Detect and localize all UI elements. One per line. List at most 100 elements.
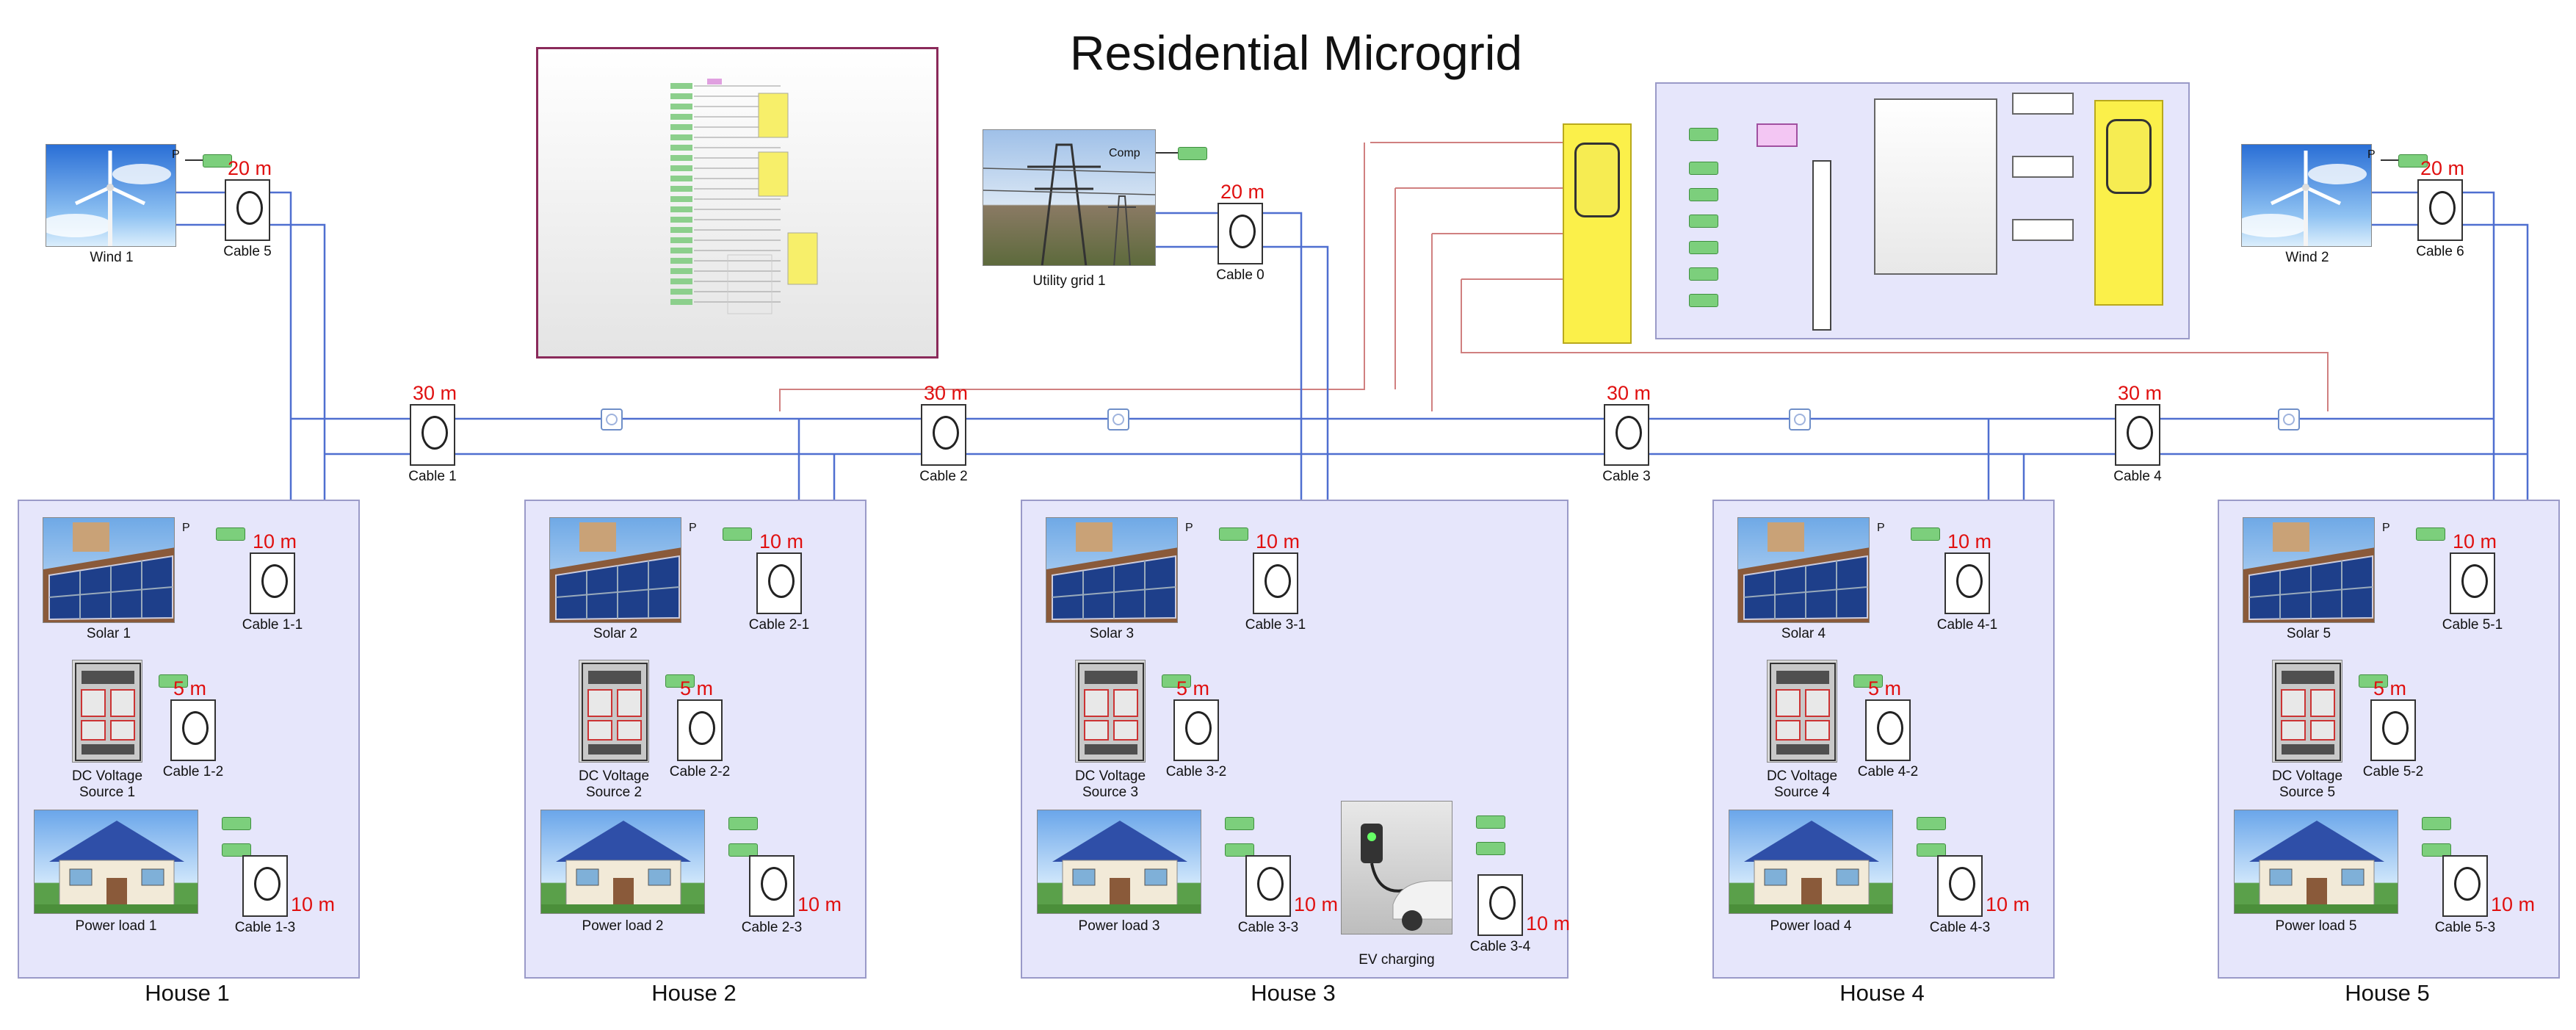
scope2-block[interactable] (2094, 100, 2163, 306)
house-1-solar-cable-block[interactable] (250, 552, 295, 614)
battery-cabinet-icon (1078, 663, 1144, 761)
current-meter-1[interactable] (601, 408, 623, 431)
house-5-solar-image[interactable] (2243, 517, 2375, 623)
house-3-ev-goto-q (1476, 842, 1505, 855)
wind-1-wire-d (270, 223, 326, 454)
house-1-load-image[interactable] (34, 810, 198, 914)
house-5-load-goto-q (2422, 843, 2451, 857)
cable-coil-icon (1949, 867, 1975, 901)
house-2-solar-cable-block[interactable] (756, 552, 802, 614)
wind-2-image[interactable] (2241, 144, 2372, 247)
house-4-dc-cable-block[interactable] (1865, 699, 1911, 761)
mux-block[interactable] (1812, 160, 1831, 331)
wind-1-cable-block[interactable] (225, 179, 270, 241)
house-3-dc-cable-block[interactable] (1173, 699, 1219, 761)
house-2-load-cable-block[interactable] (749, 855, 795, 917)
house-2-solar-cable-label: Cable 2-1 (748, 617, 810, 633)
house-1-load-goto-q (222, 843, 251, 857)
house-2-dc-cable-block[interactable] (677, 699, 723, 761)
house-1-solar-cable-length: 10 m (253, 530, 297, 552)
wind-1-cable-length: 20 m (228, 157, 272, 179)
house-5-solar-cable-block[interactable] (2450, 552, 2495, 614)
house-3-ev-image[interactable] (1341, 801, 1452, 934)
backbone-cable-4-block[interactable] (2115, 404, 2160, 466)
backbone-cable-1-block[interactable] (410, 404, 455, 466)
house-2-load-label: Power load 2 (582, 918, 664, 934)
utility-cable-block[interactable] (1218, 203, 1263, 264)
house-3-load-cable-block[interactable] (1245, 855, 1291, 917)
utility-grid-image[interactable] (983, 129, 1156, 266)
house-icon (1038, 821, 1201, 913)
house-4-solar-label: Solar 4 (1781, 626, 1826, 641)
p-grid-gain-block[interactable] (1756, 123, 1798, 147)
house-5-load-image[interactable] (2234, 810, 2398, 914)
wind-2-cable-label: Cable 6 (2416, 244, 2464, 259)
goto-tag-4 (1689, 241, 1718, 254)
display-block-3[interactable] (2012, 219, 2074, 241)
utility-wire-c (1263, 212, 1303, 419)
power-calc-block[interactable] (1874, 98, 1997, 275)
house-4-dc-cable-length: 5 m (1868, 677, 1902, 699)
house-5-solar-cable-label: Cable 5-1 (2442, 617, 2503, 633)
wind-1-image[interactable] (46, 144, 176, 247)
backbone-cable-3-block[interactable] (1604, 404, 1649, 466)
house-1-dc-image[interactable] (72, 660, 142, 763)
solar-panel-icon (1046, 522, 1177, 622)
display-block-2[interactable] (2012, 156, 2074, 178)
house-3-ev-cable-block[interactable] (1477, 874, 1523, 936)
house-5-dc-image[interactable] (2272, 660, 2342, 763)
house-3-solar-image[interactable] (1046, 517, 1178, 623)
subsystem-preview-icon (670, 79, 818, 314)
house-4-load-cable-length: 10 m (1986, 893, 2030, 915)
house-3-solar-cable-length: 10 m (1256, 530, 1300, 552)
house-1-solar-label: Solar 1 (86, 626, 131, 641)
backbone-cable-2-block[interactable] (921, 404, 966, 466)
current-meter-4[interactable] (2278, 408, 2300, 431)
house-1-solar-goto-tag (216, 527, 245, 541)
house-1-dc-cable-block[interactable] (170, 699, 216, 761)
utility-cable-label: Cable 0 (1216, 267, 1265, 283)
wind-2-label: Wind 2 (2285, 250, 2329, 265)
house-2-load-image[interactable] (540, 810, 705, 914)
house-1-load-cable-label: Cable 1-3 (234, 920, 296, 935)
wind-1-label: Wind 1 (90, 250, 134, 265)
house-5-dc-cable-block[interactable] (2370, 699, 2416, 761)
house-3-solar-cable-block[interactable] (1253, 552, 1298, 614)
house-2-solar-image[interactable] (549, 517, 681, 623)
house-1-solar-image[interactable] (43, 517, 175, 623)
house-3-load-image[interactable] (1037, 810, 1201, 914)
house-3-dc-cable-label: Cable 3-2 (1165, 764, 1227, 779)
house-2-solar-goto-tag (723, 527, 752, 541)
house-1-load-label: Power load 1 (75, 918, 157, 934)
house-4-load-image[interactable] (1729, 810, 1893, 914)
current-meter-2[interactable] (1107, 408, 1129, 431)
house-4-load-cable-block[interactable] (1937, 855, 1983, 917)
house-4-solar-image[interactable] (1737, 517, 1870, 623)
scope-screen-icon (2106, 119, 2152, 194)
wind-2-cable-block[interactable] (2417, 179, 2463, 241)
house-2-dc-image[interactable] (579, 660, 649, 763)
wind-2-port-p: P (2367, 148, 2376, 161)
house-1-load-cable-block[interactable] (242, 855, 288, 917)
house-3-dc-image[interactable] (1075, 660, 1146, 763)
house-5-load-cable-block[interactable] (2442, 855, 2488, 917)
house-4-solar-port-p: P (1877, 522, 1885, 534)
house-1-dc-goto-tag (159, 674, 188, 688)
house-3-dc-cable-length: 5 m (1176, 677, 1210, 699)
current-meter-3[interactable] (1789, 408, 1811, 431)
backbone-cable-1-label: Cable 1 (408, 469, 457, 484)
signal-wire-1-drop (779, 143, 1365, 411)
house-4-solar-cable-block[interactable] (1944, 552, 1990, 614)
house-1-dc-label: DC Voltage Source 1 (71, 768, 143, 800)
house-3-load-label: Power load 3 (1078, 918, 1160, 934)
solar-panel-icon (1738, 522, 1869, 622)
house-4-dc-image[interactable] (1767, 660, 1837, 763)
cable-coil-icon (1257, 867, 1284, 901)
house-2-dc-cable-length: 5 m (680, 677, 714, 699)
subsystem-block[interactable] (536, 47, 938, 359)
house-5-dc-cable-label: Cable 5-2 (2362, 764, 2424, 779)
cable-coil-icon (768, 564, 795, 598)
scope1-block[interactable] (1563, 123, 1632, 344)
wind-turbine-icon (2242, 151, 2367, 246)
display-block-1[interactable] (2012, 93, 2074, 115)
